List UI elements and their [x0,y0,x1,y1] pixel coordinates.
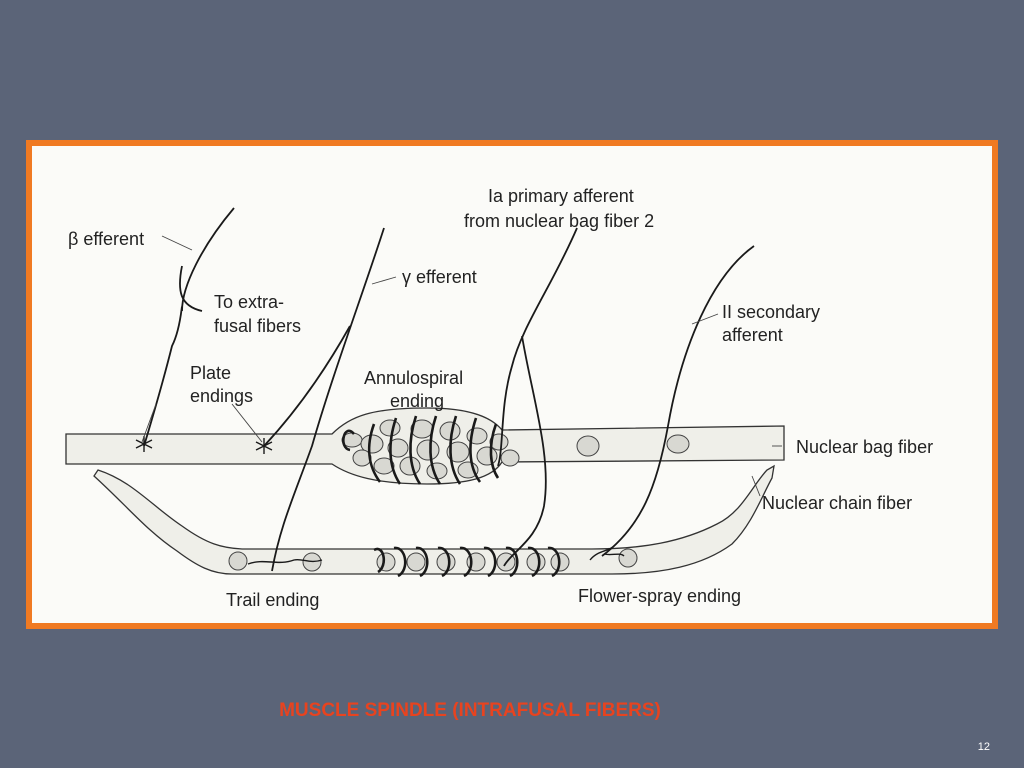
label-ii-secondary-2: afferent [722,325,783,345]
label-nuclear-bag-fiber: Nuclear bag fiber [796,437,933,457]
trail-ending-marks [247,545,625,565]
label-annulospiral-1: Annulospiral [364,368,463,388]
label-ii-secondary-1: II secondary [722,302,820,322]
label-annulospiral-2: ending [390,391,444,411]
page-number: 12 [977,741,990,753]
label-nuclear-chain-fiber: Nuclear chain fiber [762,493,912,513]
label-ia-primary-1: Ia primary afferent [488,186,634,206]
label-to-extrafusal-2: fusal fibers [214,316,301,336]
ia-branch-chain [503,335,547,567]
gamma-plate-branch [263,325,351,447]
label-trail-ending: Trail ending [226,590,319,610]
muscle-spindle-diagram: β efferent To extra- fusal fibers γ effe… [65,186,933,610]
ii-secondary-fiber [601,245,755,557]
annulospiral-ending-bag [342,415,500,485]
leader-lines [141,235,782,497]
ia-primary-fiber [497,227,578,467]
plate-ending-marks [135,436,273,454]
diagram-frame: β efferent To extra- fusal fibers γ effe… [26,140,998,629]
label-flower-spray-ending: Flower-spray ending [578,586,741,606]
annulospiral-ending-chain [373,546,561,578]
nerve-fibers [143,207,755,572]
slide-caption: MUSCLE SPINDLE (INTRAFUSAL FIBERS) [279,700,661,721]
beta-extrafusal-branch [179,265,203,312]
label-plate-2: endings [190,386,253,406]
label-to-extrafusal-1: To extra- [214,292,284,312]
label-gamma-efferent: γ efferent [402,267,477,287]
gamma-efferent-fiber [271,227,385,572]
label-ia-primary-2: from nuclear bag fiber 2 [464,211,654,231]
beta-efferent-fiber [143,207,235,447]
nuclear-chain-fiber [93,464,775,575]
label-beta-efferent: β efferent [68,229,144,249]
label-plate-1: Plate [190,363,231,383]
